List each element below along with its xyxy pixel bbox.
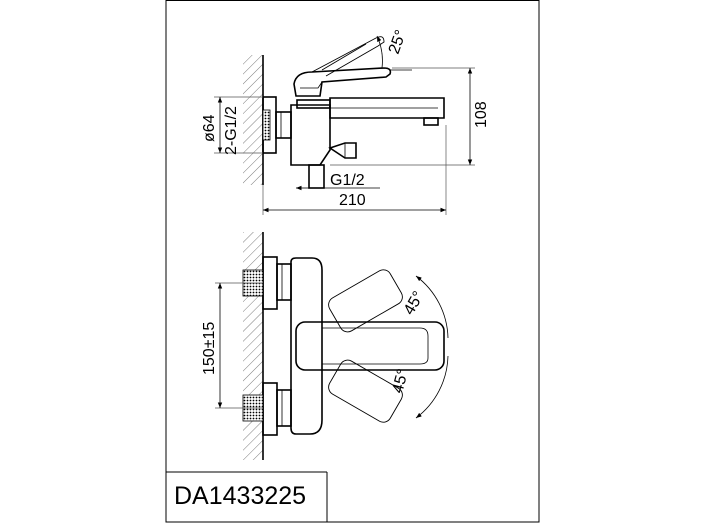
lever-rotated-down: [328, 359, 403, 423]
lever-rotated-up: [328, 269, 403, 333]
wall-hatch-top: [243, 55, 263, 185]
diverter-knob: [328, 142, 357, 159]
length-210-label: 210: [339, 192, 366, 209]
front-lever: [295, 321, 445, 371]
front-body: [290, 257, 323, 435]
outlet-thread-label: G1/2: [330, 172, 365, 189]
bottom-outlet: [308, 164, 325, 189]
lever-handle-rotated: [311, 36, 385, 77]
eccentric-nut: [275, 111, 292, 139]
lever-handle: [293, 67, 392, 97]
angle-25-label: 25°: [386, 28, 410, 57]
aerator: [423, 117, 439, 126]
wall-hatch-bottom: [243, 232, 263, 460]
knurl-side: [262, 109, 271, 141]
sheet-border: [165, 0, 540, 523]
side-view: 25° 108 210 G1/2 ø64 2-G1/2: [201, 28, 490, 215]
inlet-thread-label: 2-G1/2: [223, 106, 240, 155]
upper-flange: [262, 256, 278, 310]
center-distance-label: 150±15: [201, 322, 218, 375]
mixer-body: [290, 104, 331, 166]
spout: [329, 97, 445, 119]
body-shoulder: [296, 99, 331, 109]
flange-diameter-label: ø64: [201, 114, 218, 142]
rotation-up-label: 45°: [401, 289, 428, 318]
height-108-label: 108: [473, 101, 490, 128]
front-view: 45° 45° 150±15: [201, 232, 449, 460]
rotation-down-label: 45°: [389, 367, 412, 395]
model-code: DA1433225: [174, 482, 306, 510]
lower-flange: [262, 382, 278, 436]
